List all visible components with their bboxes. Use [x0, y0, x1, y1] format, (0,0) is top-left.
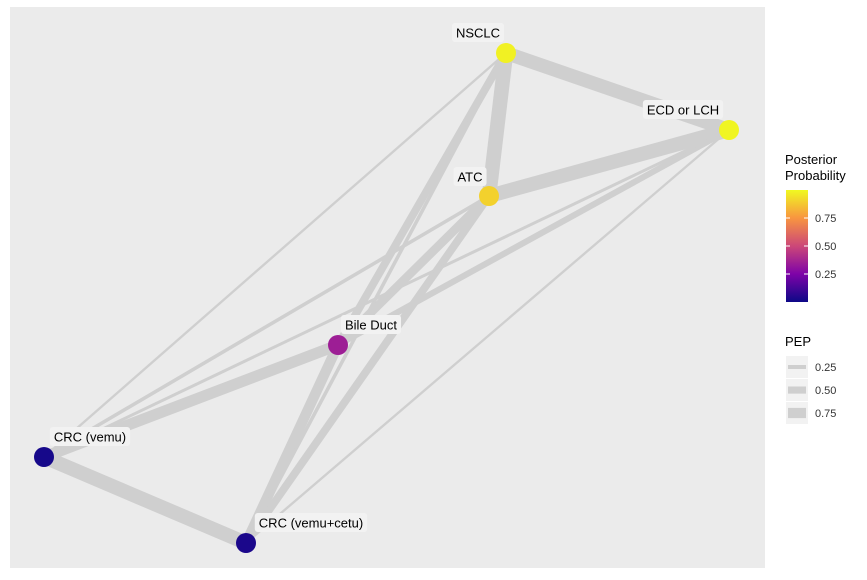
node-label-crc_vemu: CRC (vemu) — [49, 427, 131, 446]
node-crc_vemu — [34, 447, 54, 467]
node-label-atc: ATC — [453, 167, 487, 186]
legend-title-line2: Probability — [785, 168, 846, 183]
node-label-bg — [49, 427, 131, 446]
edge-ecd-crc_vemu_cetu — [245, 129, 730, 544]
node-label-text: CRC (vemu+cetu) — [259, 516, 363, 531]
node-label-text: CRC (vemu) — [54, 430, 126, 445]
edge-nsclc-crc_vemu — [43, 52, 507, 458]
colorbar-tick-label: 0.75 — [815, 213, 836, 225]
legend-title-line1: Posterior — [785, 152, 838, 167]
node-label-bg — [254, 513, 368, 532]
edges-layer — [41, 46, 732, 550]
edge-nsclc-atc — [481, 52, 514, 197]
legend-pep: PEP 0.25 0.50 0.75 — [785, 334, 836, 424]
node-label-ecd: ECD or LCH — [642, 100, 724, 119]
pep-key-label: 0.50 — [815, 385, 836, 397]
node-label-bile: Bile Duct — [340, 315, 402, 334]
node-label-bg — [642, 100, 724, 119]
edge-atc-crc_vemu — [43, 194, 490, 459]
node-label-bg — [451, 23, 505, 42]
node-crc_vemu_cetu — [236, 533, 256, 553]
edge-atc-ecd — [487, 123, 731, 203]
nodes-layer — [34, 43, 739, 553]
colorbar-tick-label: 0.50 — [815, 241, 836, 253]
node-label-text: ATC — [457, 170, 482, 185]
node-label-nsclc: NSCLC — [451, 23, 505, 42]
edge-atc-crc_vemu_cetu — [242, 193, 493, 546]
node-ecd — [719, 120, 739, 140]
node-nsclc — [496, 43, 516, 63]
pep-legend-keys: 0.25 0.50 0.75 — [786, 356, 836, 424]
node-bile — [328, 335, 348, 355]
edge-crc_vemu-crc_vemu_cetu — [41, 450, 249, 550]
edge-bile-crc_vemu_cetu — [241, 342, 343, 546]
colorbar — [786, 190, 808, 302]
node-label-text: NSCLC — [456, 26, 500, 41]
node-label-text: Bile Duct — [345, 318, 397, 333]
colorbar-tick-label: 0.25 — [815, 269, 836, 281]
pep-key-label: 0.25 — [815, 362, 836, 374]
node-atc — [479, 186, 499, 206]
legend-posterior-probability: Posterior Probability 0.25 0.50 0.75 — [785, 152, 846, 302]
node-label-bg — [453, 167, 487, 186]
node-label-crc_vemu_cetu: CRC (vemu+cetu) — [254, 513, 368, 532]
node-label-text: ECD or LCH — [647, 103, 719, 118]
node-label-bg — [340, 315, 402, 334]
legend-pep-title: PEP — [785, 334, 811, 349]
edge-nsclc-bile — [334, 51, 510, 347]
edge-ecd-crc_vemu — [43, 128, 730, 459]
colorbar-ticks: 0.25 0.50 0.75 — [786, 213, 836, 281]
pep-key-label: 0.75 — [815, 408, 836, 420]
edge-ecd-bile — [336, 127, 731, 348]
